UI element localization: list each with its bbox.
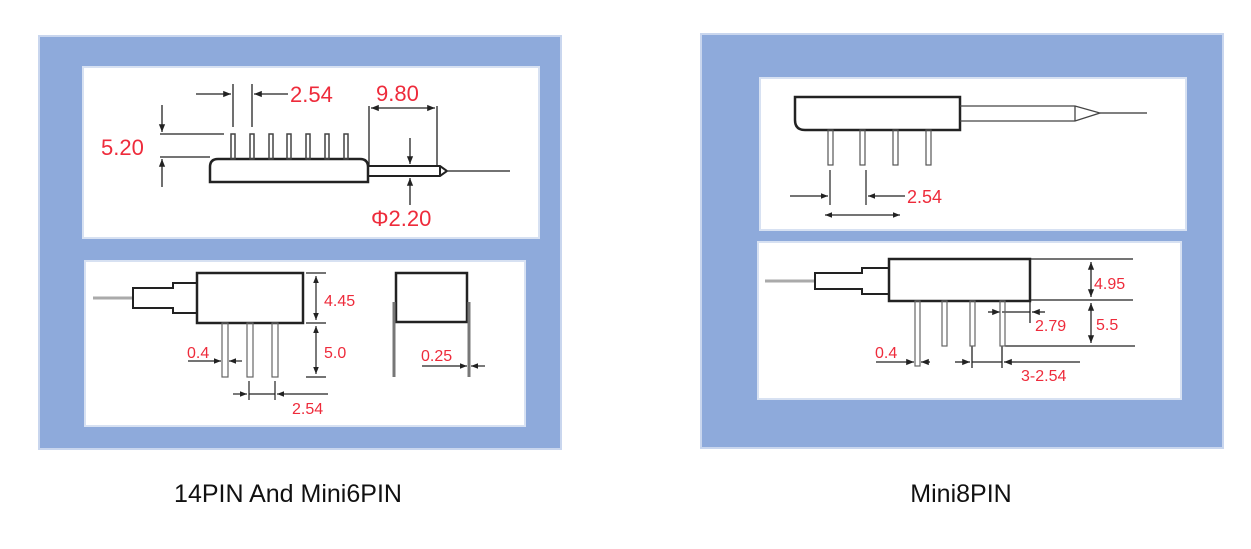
dim-pin-height: 5.20 [101, 135, 144, 160]
mini8pin-side-view: 4.95 5.5 2.79 0.4 3-2.54 [765, 257, 1135, 385]
dim-pin-length: 5.5 [1096, 317, 1118, 334]
dim-pin-width: 0.4 [187, 345, 209, 362]
dim-pin-pitch: 2.54 [292, 401, 323, 418]
14pin-top-view: 2.54 9.80 5.20 Φ2.20 [101, 81, 510, 231]
drawing-mini8pin-top [759, 77, 1187, 231]
dim-pin-length: 5.0 [324, 345, 346, 362]
dim-pin-offset: 2.79 [1035, 318, 1066, 335]
14pin-side-view: 4.45 5.0 0.4 2.54 0.25 [93, 271, 485, 418]
mini8pin-top-view: 2.54 [790, 95, 1147, 218]
dim-pitch: 2.54 [907, 187, 942, 207]
dim-tube-diameter: Φ2.20 [371, 206, 431, 231]
dim-body-height: 4.45 [324, 293, 355, 310]
dim-pin-width: 0.4 [875, 345, 897, 362]
dim-lead-thickness: 0.25 [421, 348, 452, 365]
dim-pitch: 2.54 [290, 82, 333, 107]
caption-14pin-mini6pin: 14PIN And Mini6PIN [174, 480, 402, 508]
dim-pin-pitch: 3-2.54 [1021, 368, 1066, 385]
dim-tube-length: 9.80 [376, 81, 419, 106]
caption-mini8pin: Mini8PIN [910, 480, 1012, 508]
dim-body-height: 4.95 [1094, 276, 1125, 293]
drawing-14pin-top [82, 66, 540, 239]
